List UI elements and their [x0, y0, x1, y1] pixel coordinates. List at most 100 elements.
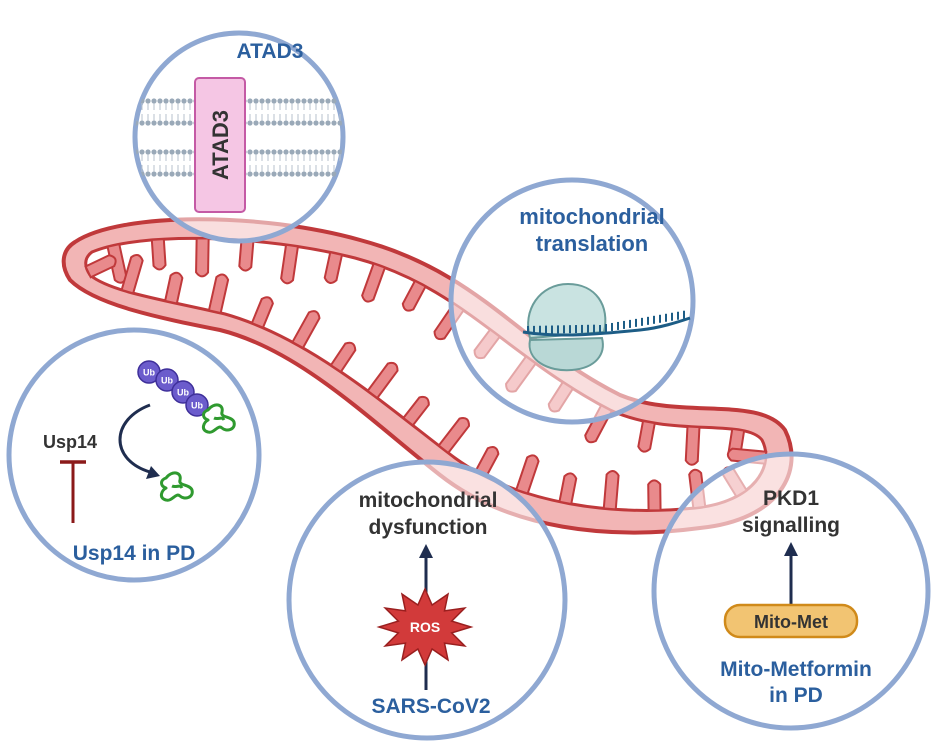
protein-coil-icon	[201, 403, 236, 434]
lipid-head	[301, 98, 307, 104]
crista-fold	[637, 419, 656, 453]
lipid-head	[283, 149, 289, 155]
lipid-head	[319, 120, 325, 126]
lipid-head	[325, 98, 331, 104]
mito-met-drug-pill	[723, 603, 859, 639]
lipid-head	[169, 120, 175, 126]
crista-fold	[291, 310, 321, 350]
lipid-head	[277, 98, 283, 104]
atad3-protein	[194, 77, 246, 213]
mitomet-outcome-line2: signalling	[742, 514, 840, 537]
ubiquitin-label: Ub	[143, 368, 155, 378]
lipid-head	[145, 98, 151, 104]
lipid-head	[181, 120, 187, 126]
lipid-head	[265, 171, 271, 177]
lipid-head	[295, 98, 301, 104]
lipid-head	[331, 98, 337, 104]
lipid-head	[187, 149, 193, 155]
lipid-head	[151, 171, 157, 177]
mitomet-outcome-line1: PKD1	[763, 487, 819, 510]
lipid-head	[331, 171, 337, 177]
lipid-head	[307, 149, 313, 155]
lipid-head	[163, 120, 169, 126]
lipid-head	[127, 149, 132, 154]
lipid-head	[175, 120, 181, 126]
crista-fold	[401, 395, 430, 427]
ubiquitin-label: Ub	[191, 401, 203, 411]
lipid-head	[295, 171, 301, 177]
ros-label: ROS	[410, 619, 440, 635]
lipid-head	[283, 171, 289, 177]
lipid-head	[187, 171, 193, 177]
lipid-head	[157, 171, 163, 177]
sars-arrowhead	[419, 544, 433, 558]
ribosome-icon	[527, 282, 607, 372]
usp14-inhibitor-label: Usp14	[43, 432, 97, 452]
atad3-title: ATAD3	[237, 40, 304, 63]
lipid-head	[307, 98, 313, 104]
usp14-title: Usp14 in PD	[73, 542, 196, 565]
lipid-head	[259, 171, 265, 177]
lipid-head	[289, 149, 295, 155]
lipid-head	[145, 171, 151, 177]
lipid-head	[343, 171, 348, 176]
lipid-head	[331, 120, 337, 126]
mitomet-panel: PKD1 signalling Mito-Met Mito-Metformin …	[651, 451, 931, 731]
lipid-head	[135, 171, 139, 177]
mitomet-title-line2: in PD	[769, 684, 823, 707]
atad3-protein-label: ATAD3	[208, 110, 233, 180]
lipid-head	[337, 149, 343, 155]
lipid-head	[343, 98, 348, 103]
lipid-head	[181, 171, 187, 177]
sars-title: SARS-CoV2	[371, 695, 490, 718]
lipid-head	[307, 171, 313, 177]
lipid-head	[259, 98, 265, 104]
lipid-head	[289, 120, 295, 126]
crista-fold	[366, 361, 399, 400]
lipid-head	[181, 98, 187, 104]
lipid-head	[259, 120, 265, 126]
lipid-head	[265, 149, 271, 155]
translation-panel: mitochondrial translation	[448, 177, 696, 425]
lipid-head	[139, 149, 145, 155]
ubiquitin-chain: Ub Ub Ub Ub	[137, 360, 209, 417]
crista-fold	[238, 239, 255, 272]
crista-fold	[437, 417, 470, 455]
crista-fold	[323, 251, 344, 284]
lipid-head	[265, 98, 271, 104]
lipid-head	[187, 98, 193, 104]
lipid-head	[175, 171, 181, 177]
lipid-head	[301, 171, 307, 177]
lipid-head	[151, 98, 157, 104]
lipid-head	[277, 149, 283, 155]
lipid-head	[247, 171, 253, 177]
lipid-head	[145, 149, 151, 155]
translation-title-line2: translation	[536, 231, 648, 256]
lipid-head	[163, 171, 169, 177]
lipid-head	[163, 149, 169, 155]
lipid-head	[181, 149, 187, 155]
lipid-head	[151, 149, 157, 155]
lipid-head	[325, 171, 331, 177]
lipid-head	[319, 98, 325, 104]
lipid-head	[145, 120, 151, 126]
crista-fold	[361, 262, 387, 303]
crista-fold	[250, 296, 274, 329]
crista-fold	[150, 238, 167, 271]
lipid-head	[283, 98, 289, 104]
lipid-head	[253, 149, 259, 155]
usp14-panel: Ub Ub Ub Ub Usp14 Usp14 in PD	[6, 327, 262, 583]
lipid-head	[127, 171, 132, 176]
lipid-head	[313, 149, 319, 155]
crista-fold	[207, 273, 230, 315]
ros-burst-icon	[376, 587, 474, 667]
ubiquitin-label: Ub	[161, 376, 173, 386]
lipid-head	[247, 98, 253, 104]
crista-fold	[280, 243, 300, 285]
lipid-head	[295, 149, 301, 155]
mrna-strand-icon	[522, 310, 691, 337]
lipid-head	[319, 171, 325, 177]
translation-title-line1: mitochondrial	[519, 204, 664, 229]
mitochondrion	[61, 217, 794, 535]
